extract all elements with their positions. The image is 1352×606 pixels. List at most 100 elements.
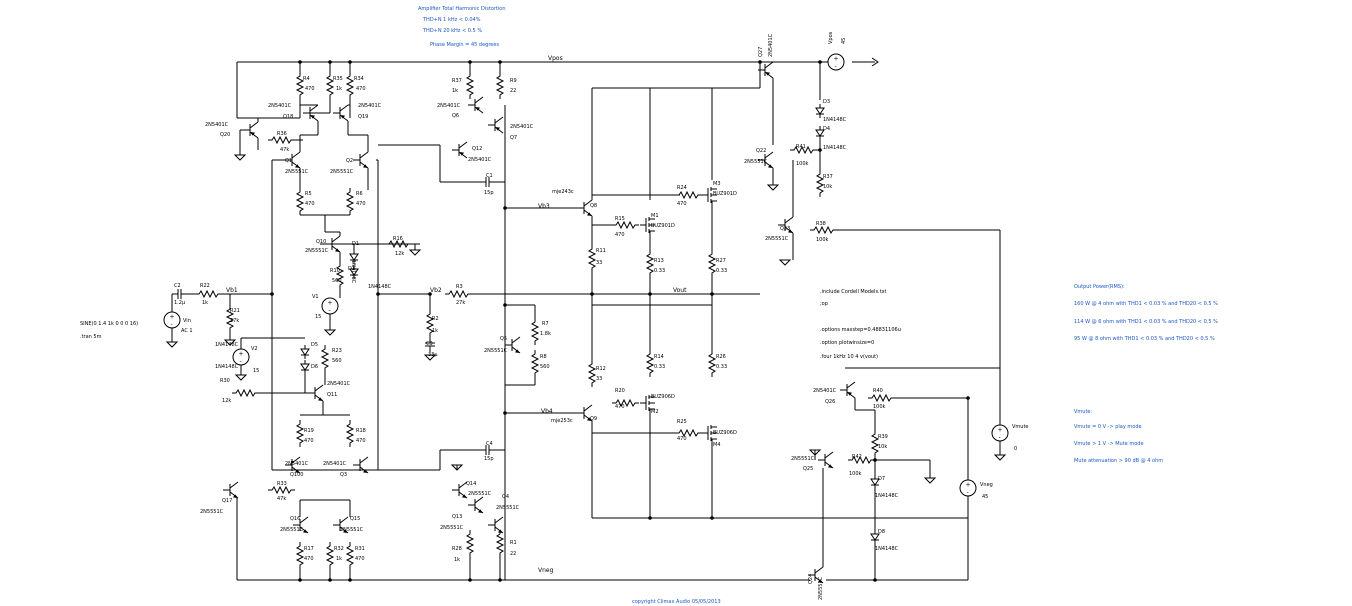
vin-src-value: AC 1 bbox=[181, 328, 193, 334]
c2-name: C2 bbox=[174, 283, 181, 289]
d7-value: 1N4148C bbox=[875, 493, 899, 499]
r4-value: 470 bbox=[305, 86, 315, 92]
r15-value: 470 bbox=[615, 232, 625, 238]
q27-value: 2N5401C bbox=[768, 33, 774, 57]
q1-name: Q1 bbox=[285, 158, 292, 164]
r17-value: 470 bbox=[304, 556, 314, 562]
q22-value: 2N5551C bbox=[744, 159, 768, 165]
q17-name: Q17 bbox=[222, 498, 232, 504]
q14-value: 2N5551C bbox=[468, 491, 492, 497]
r22-value: 1k bbox=[202, 300, 208, 306]
r8-value: 560 bbox=[540, 364, 550, 370]
r35-name: R35 bbox=[333, 76, 343, 82]
vmute-line3: Mute attenuation > 90 dB @ 4 ohm bbox=[1074, 458, 1163, 464]
q16-name: Q16 bbox=[290, 516, 300, 522]
directive-options2: .option plotwinsize=0 bbox=[820, 340, 874, 346]
q16-value: 2N5551C bbox=[280, 527, 304, 533]
q5-value: 2N5551C bbox=[484, 348, 508, 354]
q13-value: 2N5551C bbox=[440, 525, 464, 531]
q12-name: Q12 bbox=[472, 146, 482, 152]
bottom-mirrors bbox=[222, 469, 440, 580]
r11-value: 33 bbox=[596, 260, 602, 266]
net-vneg: Vneg bbox=[538, 567, 554, 574]
r10-name: R10 bbox=[330, 268, 340, 274]
source-sine: SINE(0 1.4 1k 0 0 0 16) bbox=[80, 321, 138, 327]
vmute-heading: Vmute: bbox=[1074, 409, 1092, 415]
directive-include: .include Cordell Models.txt bbox=[820, 289, 887, 295]
r42-name: R42 bbox=[852, 454, 862, 460]
r6-name: R6 bbox=[356, 191, 363, 197]
r37b-name: R37 bbox=[823, 174, 833, 180]
c4-value: 15p bbox=[484, 456, 494, 462]
q24-name: Q24 bbox=[808, 574, 814, 584]
r41-value: 100k bbox=[796, 161, 809, 167]
v2-src-name: V2 bbox=[251, 346, 258, 352]
input-stage-top bbox=[234, 62, 440, 470]
input-network bbox=[163, 288, 600, 361]
d5-value: 1N4148C bbox=[215, 342, 239, 348]
r16-value: 12k bbox=[395, 251, 404, 257]
r18-name: R18 bbox=[356, 428, 366, 434]
m1-value: BUZ901D bbox=[651, 223, 675, 229]
d4-name: D4 bbox=[823, 126, 830, 132]
r16-name: R16 bbox=[393, 236, 403, 242]
r36-value: 47k bbox=[280, 147, 289, 153]
r27-name: R27 bbox=[716, 258, 726, 264]
r13-name: R13 bbox=[654, 258, 664, 264]
vbe-multiplier bbox=[504, 304, 539, 386]
d7-name: D7 bbox=[878, 476, 885, 482]
q24-value: 2N5551C bbox=[818, 576, 824, 600]
v1-src-name: V1 bbox=[312, 294, 319, 300]
c2-value: 1.2µ bbox=[174, 300, 186, 306]
r24-value: 470 bbox=[677, 201, 687, 207]
vneg-src-value: 45 bbox=[982, 494, 988, 500]
q15-name: Q15 bbox=[350, 516, 360, 522]
vas bbox=[439, 62, 583, 580]
d8-value: 1N4148C bbox=[875, 546, 899, 552]
r32-value: 1k bbox=[336, 556, 342, 562]
r23-value: 560 bbox=[332, 358, 342, 364]
r37-name: R37 bbox=[452, 78, 462, 84]
r12-value: 33 bbox=[596, 376, 602, 382]
r34-value: 470 bbox=[356, 86, 366, 92]
q22-name: Q22 bbox=[756, 148, 766, 154]
net-labels: Vpos Vneg Vout Vb1 Vb2 Vb3 Vb4 bbox=[226, 55, 687, 574]
r38-name: R38 bbox=[816, 221, 826, 227]
q26-value: 2N5401C bbox=[813, 388, 837, 394]
q2-value: 2N5551C bbox=[330, 169, 354, 175]
d1-value: 1N4148C bbox=[350, 260, 356, 284]
q4-value: 2N5551C bbox=[496, 505, 520, 511]
q17-value: 2N5551C bbox=[200, 509, 224, 515]
d3-value: 1N4148C bbox=[823, 117, 847, 123]
v1-src-value: 15 bbox=[315, 314, 321, 320]
q1-value: 2N5551C bbox=[285, 169, 309, 175]
m3-name: M3 bbox=[713, 181, 721, 187]
r11-name: R11 bbox=[596, 248, 606, 254]
r19-value: 470 bbox=[304, 438, 314, 444]
r2-name: R2 bbox=[432, 316, 439, 322]
q18-value: 2N5401C bbox=[268, 103, 292, 109]
source-labels: Vpos 45 Vneg 45 Vmute 0 Vin AC 1 V1 15 V… bbox=[181, 31, 1029, 500]
r39-value: 10k bbox=[878, 444, 887, 450]
d2-name: D2 bbox=[348, 266, 355, 272]
directive-op: ;op bbox=[820, 301, 828, 307]
r24-name: R24 bbox=[677, 185, 687, 191]
r9-name: R9 bbox=[510, 78, 517, 84]
m1-name: M1 bbox=[651, 213, 659, 219]
q27-name: Q27 bbox=[758, 47, 764, 57]
r33-value: 47k bbox=[277, 496, 286, 502]
q26-name: Q26 bbox=[825, 399, 835, 405]
r22-name: R22 bbox=[200, 283, 210, 289]
m4-name: M4 bbox=[713, 442, 721, 448]
c1-value: 15p bbox=[484, 190, 494, 196]
q9-name: Q9 bbox=[590, 416, 597, 422]
q23-value: 2N5551C bbox=[765, 236, 789, 242]
supply-rails bbox=[236, 57, 969, 581]
q2-name: Q2 bbox=[346, 158, 353, 164]
q100-name: Q100 bbox=[290, 472, 303, 478]
r10-value: 560 bbox=[332, 278, 342, 284]
r42-value: 100k bbox=[849, 471, 862, 477]
q8-value: mje243c bbox=[552, 189, 574, 195]
r3-value: 27k bbox=[456, 300, 465, 306]
r37-value: 1k bbox=[452, 88, 458, 94]
